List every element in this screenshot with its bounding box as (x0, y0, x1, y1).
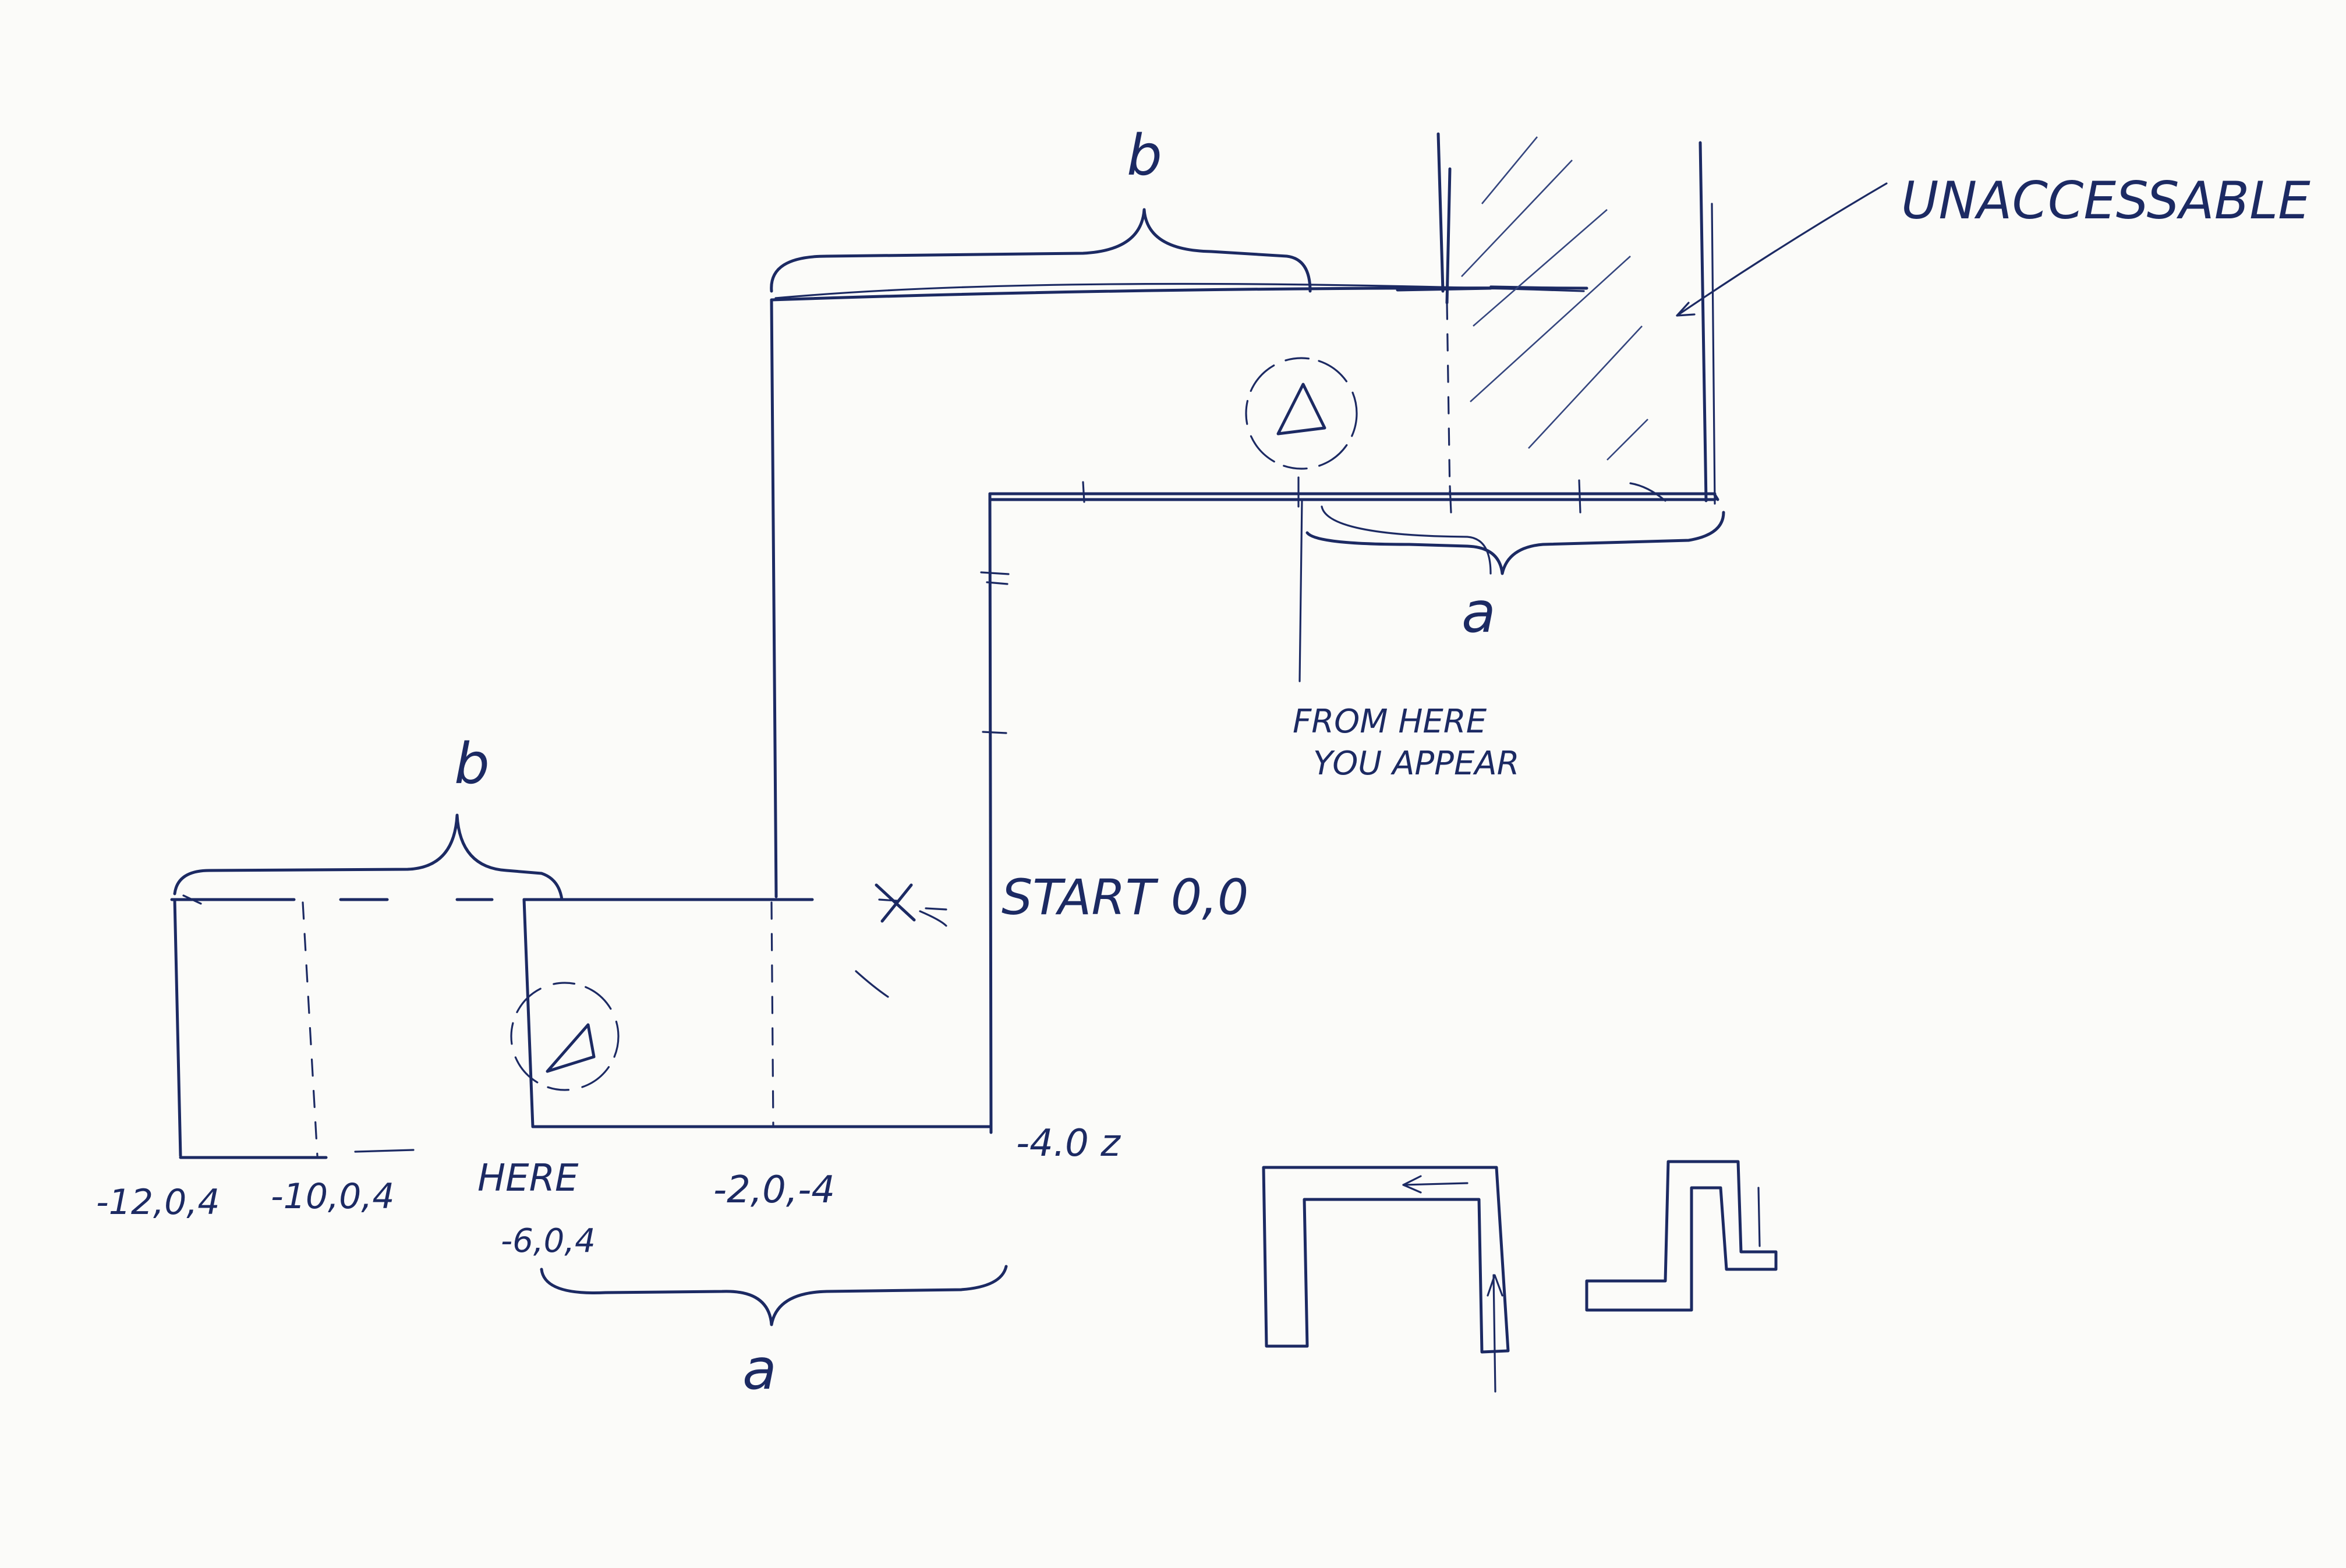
legend-step-shape (1585, 1160, 1778, 1312)
spawn-marker-upper (1245, 357, 1358, 508)
label-brace-a-bottom: a (742, 1337, 777, 1402)
label-coord-z: -4.0 z (1016, 1122, 1121, 1165)
label-coord-here: -6,0,4 (501, 1222, 596, 1260)
tall-corridor (770, 282, 1719, 1134)
label-from-here-line2: YOU APPEAR (1313, 745, 1520, 783)
brace-b-top (770, 208, 1312, 293)
label-start: START 0,0 (1002, 869, 1248, 926)
label-from-here-line1: FROM HERE (1293, 703, 1487, 741)
spawn-marker-lower (510, 982, 620, 1091)
label-brace-b-top: b (1127, 123, 1162, 188)
label-coord-left: -12,0,4 (96, 1182, 220, 1223)
legend-u-shape (1262, 1166, 1510, 1393)
label-unaccessable: UNACCESSABLE (1901, 171, 2310, 231)
label-here: HERE (477, 1157, 579, 1200)
from-here-pointer (1298, 498, 1303, 682)
unaccessable-zone (1396, 132, 1888, 514)
left-room (170, 894, 526, 1159)
lower-room (522, 883, 992, 1128)
label-coord-mid: -2,0,-4 (713, 1169, 835, 1212)
brace-b-left (173, 813, 564, 901)
label-coord-left2: -10,0,4 (271, 1176, 395, 1217)
label-brace-a-right: a (1462, 580, 1496, 645)
label-brace-b-left: b (454, 731, 490, 797)
brace-a-bottom (540, 1265, 1008, 1326)
brace-a-right (1305, 511, 1725, 575)
